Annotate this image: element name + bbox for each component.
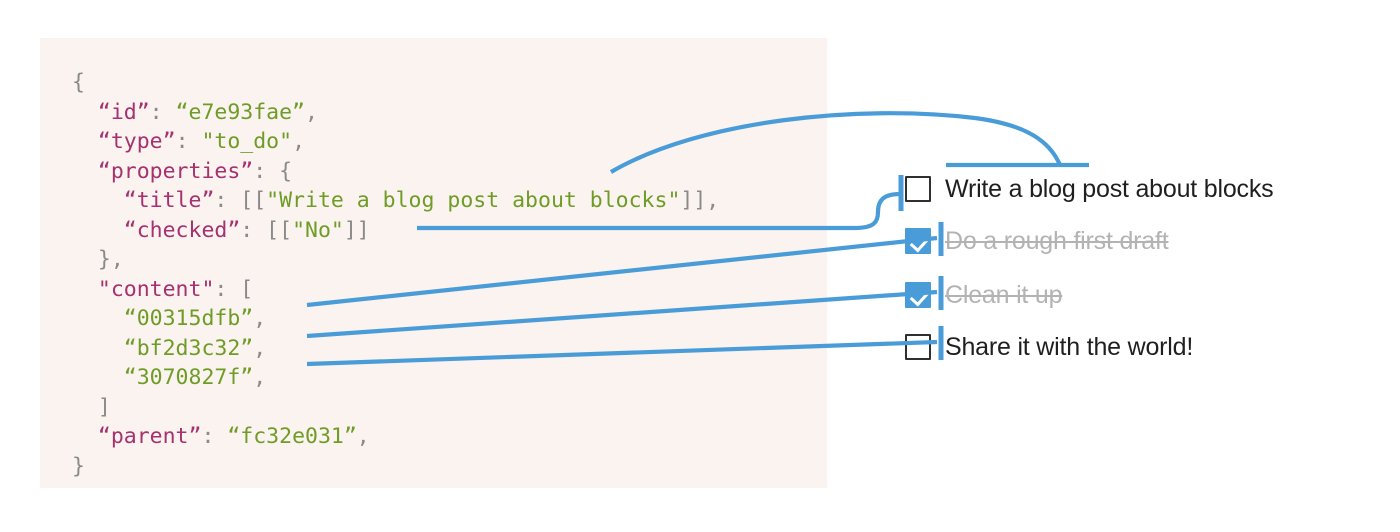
code-token: “type” [97, 129, 176, 154]
code-token: "content" [97, 276, 215, 302]
code-indent [72, 159, 98, 184]
todo-item-label[interactable]: Write a blog post about blocks [945, 174, 1274, 203]
code-line: “checked”: [["No"]] [72, 216, 719, 246]
code-line: } [72, 452, 719, 482]
json-code-block: { “id”: “e7e93fae”, “type”: "to_do", “pr… [72, 68, 719, 481]
code-token: “00315dfb” [123, 306, 254, 331]
code-token: , [253, 365, 267, 390]
todo-item-label[interactable]: Clean it up [945, 280, 1063, 309]
code-indent [72, 395, 98, 420]
code-line: “bf2d3c32”, [72, 334, 719, 364]
code-line: { [72, 68, 719, 98]
code-line: “id”: “e7e93fae”, [72, 98, 719, 128]
code-token: ]], [680, 188, 720, 213]
code-line: “parent”: “fc32e031”, [72, 422, 719, 452]
code-token: ]] [343, 217, 370, 243]
code-token: : { [253, 158, 293, 184]
json-code-panel: { “id”: “e7e93fae”, “type”: "to_do", “pr… [40, 38, 827, 488]
code-token: { [72, 70, 85, 95]
code-token: : [201, 424, 228, 449]
code-token: “properties” [97, 158, 254, 184]
todo-item-label[interactable]: Share it with the world! [945, 332, 1194, 361]
code-line: “00315dfb”, [72, 304, 719, 334]
code-token: , [292, 129, 306, 154]
code-indent [72, 100, 98, 125]
code-token: } [72, 453, 85, 479]
todo-item[interactable]: Write a blog post about blocks [905, 170, 1274, 208]
code-token: : [[ [240, 217, 293, 243]
code-indent [72, 306, 124, 331]
code-token: “3070827f” [123, 365, 254, 390]
code-token: “parent” [97, 424, 202, 449]
code-line: “3070827f”, [72, 363, 719, 393]
code-token: , [305, 99, 318, 125]
code-token: "Write a blog post about blocks" [266, 188, 681, 213]
code-indent [72, 277, 98, 302]
code-indent [72, 247, 98, 272]
code-token: “fc32e031” [227, 424, 357, 449]
code-indent [72, 365, 124, 390]
todo-item[interactable]: Clean it up [905, 276, 1063, 314]
code-token: , [356, 424, 370, 449]
code-indent [72, 424, 98, 449]
todo-item[interactable]: Share it with the world! [905, 328, 1193, 366]
todo-item[interactable]: Do a rough first draft [905, 222, 1169, 260]
code-indent [72, 218, 124, 243]
code-token: , [253, 306, 267, 331]
code-token: , [253, 335, 267, 361]
todo-item-label[interactable]: Do a rough first draft [945, 226, 1169, 255]
code-indent [72, 188, 124, 213]
code-token: }, [97, 247, 124, 272]
checkbox-unchecked-icon[interactable] [905, 334, 931, 360]
code-line: }, [72, 245, 719, 275]
code-line: “type”: "to_do", [72, 127, 719, 157]
checkbox-checked-icon[interactable] [905, 282, 931, 308]
code-line: “properties”: { [72, 157, 719, 187]
code-token: “id” [97, 99, 150, 125]
code-token: “e7e93fae” [175, 99, 306, 125]
code-token: “title” [123, 188, 215, 213]
code-token: “checked” [123, 217, 241, 243]
code-token: "No" [292, 217, 344, 243]
code-line: "content": [ [72, 275, 719, 305]
code-token: : [175, 129, 202, 154]
code-token: : [149, 99, 176, 125]
checkbox-checked-icon[interactable] [905, 228, 931, 254]
code-token: "to_do" [201, 129, 293, 154]
code-line: “title”: [["Write a blog post about bloc… [72, 186, 719, 216]
code-indent [72, 336, 124, 361]
code-token: : [ [214, 276, 254, 302]
code-token: : [[ [214, 188, 267, 213]
code-token: ] [97, 394, 111, 420]
code-token: “bf2d3c32” [123, 335, 254, 361]
code-indent [72, 129, 98, 154]
code-line: ] [72, 393, 719, 423]
checkbox-unchecked-icon[interactable] [905, 176, 931, 202]
